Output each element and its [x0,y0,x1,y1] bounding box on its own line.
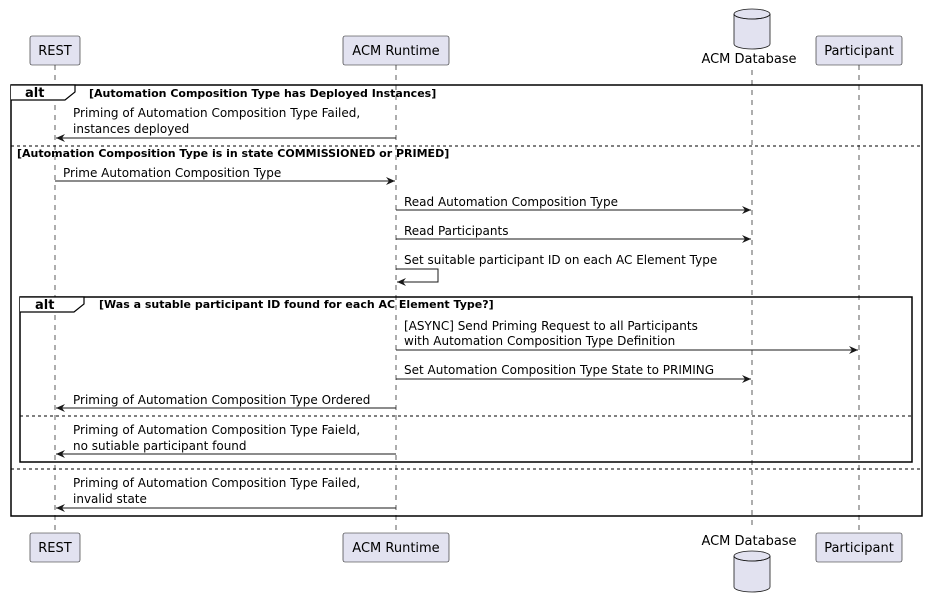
alt-keyword: alt [35,298,54,313]
message-m4: Read Participants [396,224,751,243]
message-m8: Priming of Automation Composition Type O… [56,393,396,412]
inner-alt-fragment: alt [Was a sutable participant ID found … [19,296,913,463]
participant-rest-top: REST [29,35,81,66]
participant-rest-bottom: REST [29,532,81,563]
participant-runtime-bottom: ACM Runtime [342,532,450,563]
participant-label: ACM Runtime [352,44,439,59]
message-label: invalid state [73,492,147,506]
message-label: Set suitable participant ID on each AC E… [404,253,717,267]
alt-guard: [Automation Composition Type has Deploye… [89,87,436,100]
outer-alt-fragment: alt [Automation Composition Type has Dep… [10,84,923,517]
participant-label: ACM Database [701,534,796,549]
message-label: Priming of Automation Composition Type F… [73,106,360,120]
message-label: Priming of Automation Composition Type O… [73,393,370,407]
alt-guard: [Automation Composition Type is in state… [17,147,449,160]
participant-label: Participant [824,541,894,556]
participant-participant-bottom: Participant [815,532,903,563]
message-label: no sutiable participant found [73,439,247,453]
message-label: [ASYNC] Send Priming Request to all Part… [404,319,698,333]
database-icon-top: ACM Database [701,8,797,67]
participant-label: ACM Runtime [352,541,439,556]
message-m3: Read Automation Composition Type [396,195,751,214]
message-m2: Prime Automation Composition Type [55,166,395,185]
participant-label: ACM Database [701,52,796,67]
message-m7: Set Automation Composition Type State to… [396,363,751,383]
participant-label: REST [38,44,71,59]
participant-label: Participant [824,44,894,59]
participant-participant-top: Participant [815,35,903,66]
message-m9: Priming of Automation Composition Type F… [56,423,396,458]
message-label: Priming of Automation Composition Type F… [73,423,360,437]
message-m6: [ASYNC] Send Priming Request to all Part… [396,319,858,354]
database-icon-bottom: ACM Database [701,534,797,593]
message-label: Set Automation Composition Type State to… [404,363,714,377]
message-label: with Automation Composition Type Definit… [404,334,675,348]
participant-label: REST [38,541,71,556]
message-label: Read Participants [404,224,508,238]
message-label: Read Automation Composition Type [404,195,618,209]
message-m5-self: Set suitable participant ID on each AC E… [396,253,717,286]
message-m1: Priming of Automation Composition Type F… [56,106,396,142]
alt-keyword: alt [25,86,44,101]
message-label: Prime Automation Composition Type [63,166,281,180]
message-label: instances deployed [73,122,189,136]
alt-guard: [Was a sutable participant ID found for … [99,298,494,311]
message-m10: Priming of Automation Composition Type F… [56,476,396,512]
message-label: Priming of Automation Composition Type F… [73,476,360,490]
participant-runtime-top: ACM Runtime [342,35,450,66]
